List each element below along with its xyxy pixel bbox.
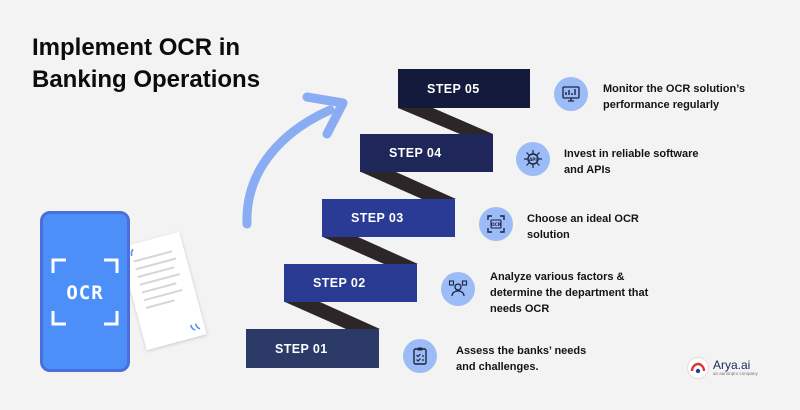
step-01-block: STEP 01 <box>246 329 379 368</box>
arrow-curve <box>242 105 335 229</box>
arya-logo-icon <box>687 357 709 379</box>
logo-tagline: an aurionpro company <box>713 371 758 376</box>
step-05-label: STEP 05 <box>427 81 480 96</box>
svg-text:API: API <box>529 157 537 162</box>
connector-03-04 <box>361 172 456 199</box>
step-02-description-line-1: Analyze various factors & <box>490 271 625 283</box>
title-line-2: Banking Operations <box>32 66 261 93</box>
step-01-description: Assess the banks’ needs and challenges. <box>456 343 586 375</box>
step-01-description-line-2: and challenges. <box>456 361 539 373</box>
step-02-description-line-3: needs OCR <box>490 303 550 315</box>
step-02-description-line-2: determine the department that <box>490 287 649 299</box>
analysis-icon <box>441 272 475 306</box>
arrow-head <box>302 92 348 139</box>
step-04-label: STEP 04 <box>389 146 442 160</box>
connector-01-02 <box>285 302 380 329</box>
checklist-icon <box>403 339 437 373</box>
connector-04-05 <box>398 108 493 134</box>
document-line <box>145 299 176 309</box>
arya-logo: Arya.ai an aurionpro company <box>687 357 758 379</box>
logo-name: Arya.ai <box>713 358 751 372</box>
step-04-description: Invest in reliable software and APIs <box>564 146 699 178</box>
step-02-block: STEP 02 <box>284 264 417 302</box>
step-01-label: STEP 01 <box>275 341 328 356</box>
step-05-description-line-1: Monitor the OCR solution’s <box>603 83 745 95</box>
phone-illustration: OCR <box>40 211 130 372</box>
svg-text:OCR: OCR <box>491 222 502 227</box>
step-05-description-line-2: performance regularly <box>603 99 720 111</box>
connector-02-03 <box>323 237 418 264</box>
phone-screen-text: OCR <box>66 282 103 304</box>
step-03-label: STEP 03 <box>351 211 404 225</box>
scan-frame-icon: OCR <box>51 258 119 326</box>
step-02-label: STEP 02 <box>313 276 366 290</box>
step-05-description: Monitor the OCR solution’s performance r… <box>603 81 745 113</box>
step-03-description-line-2: solution <box>527 229 570 241</box>
step-03-block: STEP 03 <box>322 199 455 237</box>
step-03-description: Choose an ideal OCR solution <box>527 211 639 243</box>
step-03-description-line-1: Choose an ideal OCR <box>527 213 639 225</box>
dashboard-monitor-icon <box>554 77 588 111</box>
close-quote-icon <box>189 323 201 331</box>
step-01-description-line-1: Assess the banks’ needs <box>456 345 587 357</box>
step-05-block: STEP 05 <box>398 69 530 108</box>
api-chip-icon: API <box>516 142 550 176</box>
step-04-block: STEP 04 <box>360 134 493 172</box>
page-title: Implement OCR in Banking Operations <box>32 32 260 96</box>
step-02-description: Analyze various factors & determine the … <box>490 269 648 317</box>
title-line-1: Implement OCR in <box>32 34 241 61</box>
step-04-description-line-1: Invest in reliable software <box>564 148 699 160</box>
step-04-description-line-2: and APIs <box>564 164 611 176</box>
ocr-scan-icon: OCR <box>479 207 513 241</box>
